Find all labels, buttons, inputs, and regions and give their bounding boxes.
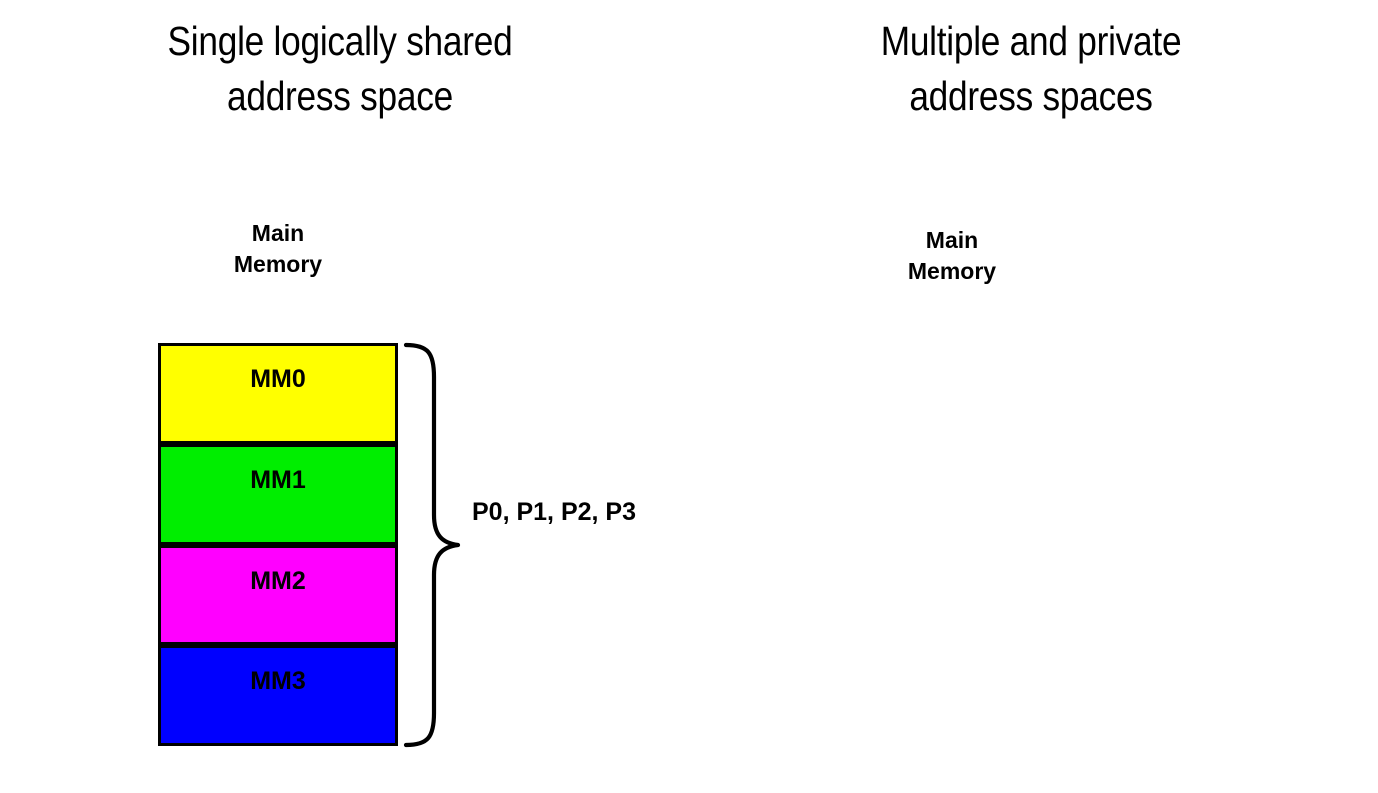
memory-stack-left: MM0 MM1 MM2 MM3 <box>158 343 398 746</box>
memory-block-mm0-left: MM0 <box>158 343 398 444</box>
panel-title-right: Multiple and private address spaces <box>880 18 1182 119</box>
panel-title-left: Single logically shared address space <box>167 18 513 119</box>
memory-block-label: MM2 <box>250 566 306 595</box>
main-memory-heading-left: Main Memory <box>233 220 323 278</box>
shared-address-space-panel: Single logically shared address space Ma… <box>158 18 636 748</box>
main-memory-heading-right: Main Memory <box>907 227 997 285</box>
memory-block-mm2-left: MM2 <box>158 544 398 646</box>
memory-block-mm1-left: MM1 <box>158 443 398 545</box>
memory-block-label: MM1 <box>250 465 306 494</box>
private-address-spaces-panel: Multiple and private address spaces Main… <box>700 0 1378 793</box>
brace-all-blocks-left <box>403 342 461 748</box>
memory-block-label: MM3 <box>250 667 306 696</box>
memory-block-label: MM0 <box>250 365 306 393</box>
memory-block-mm3-left: MM3 <box>158 645 398 746</box>
